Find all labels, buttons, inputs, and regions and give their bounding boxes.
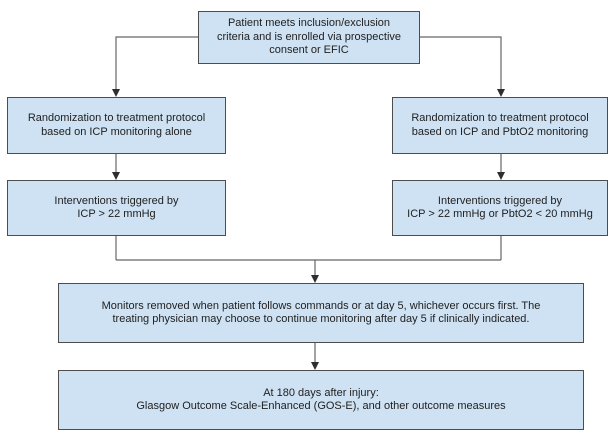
- interventions-icp-box: Interventions triggered by ICP > 22 mmHg: [7, 180, 226, 236]
- interventions-icp-pbto2-text: Interventions triggered by ICP > 22 mmHg…: [407, 194, 593, 221]
- monitor-removal-text: Monitors removed when patient follows co…: [101, 299, 541, 326]
- interventions-icp-pbto2-box: Interventions triggered by ICP > 22 mmHg…: [392, 180, 608, 236]
- connector-enrollment-to-pbto2-arm: [420, 36, 502, 90]
- outcome-assessment-box: At 180 days after injury: Glasgow Outcom…: [58, 370, 584, 430]
- interventions-icp-text: Interventions triggered by ICP > 22 mmHg: [54, 194, 179, 221]
- monitor-removal-box: Monitors removed when patient follows co…: [58, 283, 584, 343]
- arrowhead-outcome: [311, 362, 319, 370]
- arrowhead-monitor-removal: [311, 275, 319, 283]
- randomization-icp-box: Randomization to treatment protocol base…: [7, 97, 226, 154]
- enrollment-box: Patient meets inclusion/exclusion criter…: [198, 11, 420, 64]
- randomization-icp-pbto2-text: Randomization to treatment protocol base…: [411, 112, 589, 138]
- arrowhead-pbto2-arm: [497, 89, 505, 97]
- connector-enrollment-to-icp-arm: [115, 36, 198, 90]
- enrollment-text: Patient meets inclusion/exclusion criter…: [216, 17, 402, 57]
- randomization-icp-pbto2-box: Randomization to treatment protocol base…: [392, 97, 608, 154]
- arrowhead-interventions-pbto2: [497, 172, 505, 180]
- outcome-assessment-text: At 180 days after injury: Glasgow Outcom…: [136, 386, 506, 413]
- arrowhead-icp-arm: [112, 89, 120, 97]
- arrowhead-interventions-icp: [112, 172, 120, 180]
- randomization-icp-text: Randomization to treatment protocol base…: [27, 112, 206, 138]
